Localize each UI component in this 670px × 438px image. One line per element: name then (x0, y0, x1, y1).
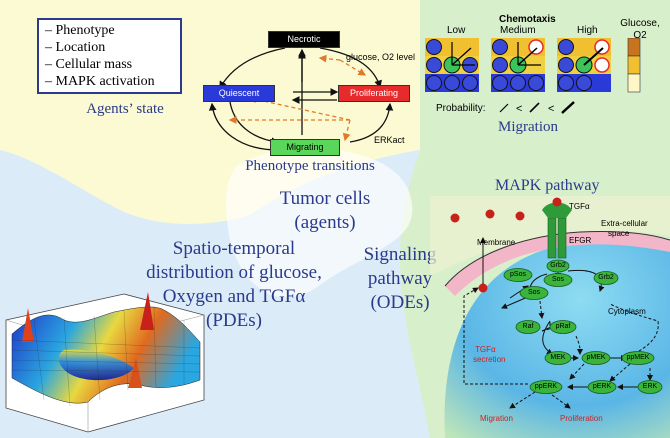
node-grb2-free: Grb2 (598, 274, 614, 281)
mapk-diagram (430, 196, 670, 438)
spatio-temporal-label: Spatio-temporal distribution of glucose,… (128, 237, 340, 333)
node-perk: pERK (592, 383, 612, 390)
migration-caption: Migration (498, 119, 558, 135)
chemotaxis-title: Chemotaxis (499, 14, 556, 25)
glucose-label: Glucose, (620, 18, 660, 29)
glucose-scale (627, 38, 641, 93)
grid-low (425, 38, 479, 92)
glucose-o2-label: glucose, O2 level (346, 52, 416, 62)
agents-state-box: – Phenotype – Location – Cellular mass –… (37, 18, 182, 94)
probability-label: Probability: (436, 103, 486, 114)
node-sos: Sos (551, 276, 565, 283)
node-sos-complex: Sos (527, 289, 541, 296)
phenotype-necrotic: Necrotic (268, 31, 340, 48)
phenotype-arrows (208, 47, 394, 151)
svg-text:<: < (548, 103, 554, 115)
state-item-mapk: – MAPK activation (45, 74, 155, 89)
chemotaxis-high: High (577, 25, 598, 36)
grid-medium (491, 38, 545, 92)
tumor-line-2: (agents) (294, 212, 356, 233)
signal-line-2: pathway (367, 268, 433, 289)
phenotype-caption: Phenotype transitions (245, 158, 375, 174)
spatial-line-2: distribution of glucose, (146, 262, 322, 283)
state-item-mass: – Cellular mass (45, 57, 133, 72)
surface-plot-image (5, 292, 205, 433)
node-erk: ERK (642, 383, 658, 390)
egfr-label: EFGR (569, 236, 592, 245)
node-raf: Raf (522, 323, 534, 330)
o2-label: O2 (633, 30, 647, 41)
spatial-line-3: Oxygen and TGFα (162, 286, 306, 307)
node-grb2: Grb2 (550, 262, 566, 269)
phenotype-quiescent: Quiescent (203, 85, 275, 102)
membrane-label: Membrane (477, 238, 516, 247)
tumor-line-1: Tumor cells (279, 188, 371, 209)
signal-line-3: (ODEs) (370, 292, 430, 313)
node-psos: pSos (510, 271, 526, 278)
tgfa-secretion-label-1: TGFα (475, 345, 496, 354)
probability-arrows: < < (499, 101, 575, 115)
tgfa-label: TGFα (569, 202, 590, 211)
signal-line-1: Signaling (363, 244, 437, 265)
node-mek: MEK (550, 354, 566, 361)
space-label: space (608, 229, 630, 238)
node-praf: pRaf (555, 323, 571, 330)
erk-act-label: ERKact (374, 135, 405, 145)
svg-text:<: < (516, 103, 522, 115)
migration-output: Migration (480, 414, 513, 423)
tumor-cells-label: Tumor cells (agents) (250, 187, 400, 235)
spatial-line-4: (PDEs) (206, 310, 262, 331)
center-blob (226, 149, 413, 298)
proliferation-output: Proliferation (560, 414, 603, 423)
node-ppmek: ppMEK (626, 354, 650, 361)
cytoplasm-label: Cytoplasm (608, 307, 646, 316)
node-pmek: pMEK (586, 354, 606, 361)
state-item-location: – Location (45, 40, 106, 55)
spatial-line-1: Spatio-temporal (172, 238, 296, 259)
agents-state-caption: Agents’ state (86, 101, 164, 117)
chemotaxis-medium: Medium (500, 25, 536, 36)
mapk-title: MAPK pathway (495, 177, 600, 194)
node-pperk: ppERK (534, 383, 558, 390)
phenotype-proliferating: Proliferating (338, 85, 410, 102)
extracellular-label: Extra-cellular (601, 219, 648, 228)
signaling-pathway-label: Signaling pathway (ODEs) (345, 243, 455, 315)
state-item-phenotype: – Phenotype (45, 23, 115, 38)
phenotype-migrating: Migrating (270, 139, 340, 156)
grid-high (557, 38, 611, 92)
chemotaxis-low: Low (447, 25, 466, 36)
tgfa-secretion-label-2: secretion (473, 355, 506, 364)
chemotaxis-grids (425, 38, 641, 93)
